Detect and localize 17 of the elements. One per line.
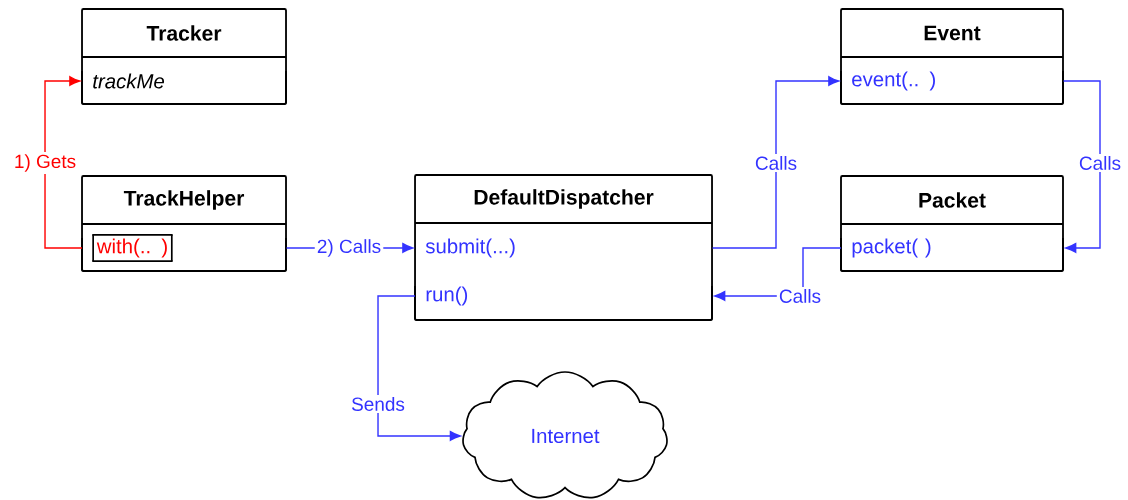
edge-label: Calls [752,153,800,173]
edge-label: Sends [349,394,408,414]
edge-label: Calls [1076,153,1124,173]
arrow [711,76,840,249]
arrow [377,295,461,441]
method-label: packet( ) [840,223,1064,272]
arrow [44,76,83,249]
cloud: Internet [462,371,668,499]
method-label: submit(...) [414,222,713,258]
edge-label: Calls [776,286,824,306]
method-label: trackMe [81,56,287,105]
edge-label: 1) Gets [11,152,79,174]
method-label: with(.. ) [81,223,287,272]
edge-label: 2) Calls [314,237,384,259]
arrow [1062,80,1101,253]
method-label: run() [414,285,713,321]
method-label: event(.. ) [840,56,1064,105]
